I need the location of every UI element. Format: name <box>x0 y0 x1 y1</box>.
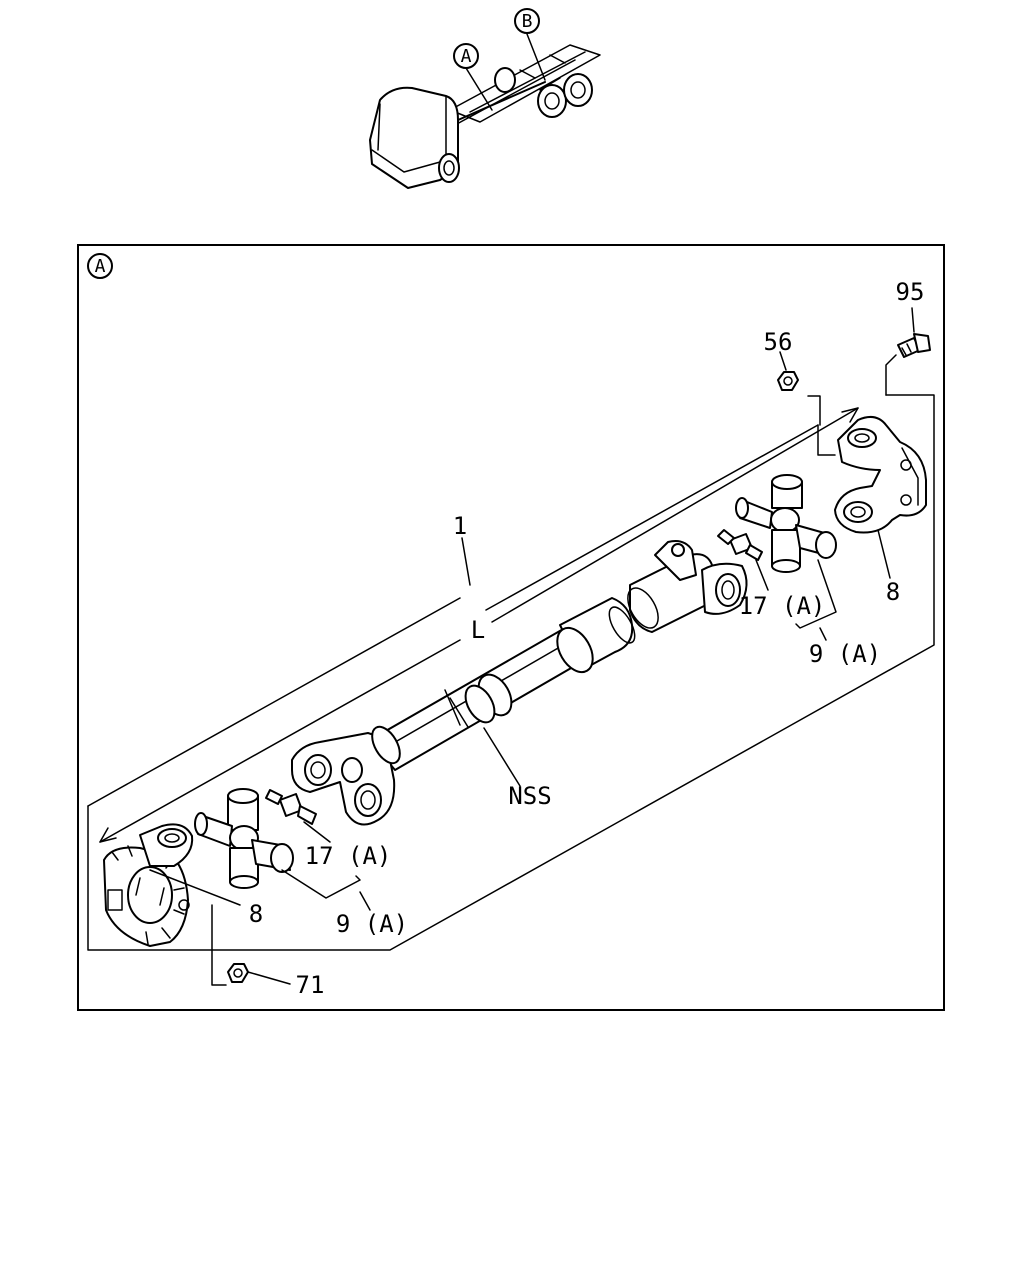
flange-yoke-left <box>103 823 194 947</box>
svg-text:A: A <box>95 256 106 277</box>
leader-lines <box>149 529 891 911</box>
section-marker-a: A <box>87 253 113 279</box>
label-nss: NSS <box>508 782 551 810</box>
label-17a-left: 17 (A) <box>305 842 392 870</box>
svg-text:A: A <box>461 46 472 67</box>
label-56: 56 <box>764 328 793 356</box>
spider-left <box>194 788 294 889</box>
propeller-shaft <box>291 540 748 826</box>
label-95: 95 <box>896 278 925 306</box>
bolt-95 <box>885 307 931 396</box>
callout-a-overview: A <box>453 43 479 69</box>
label-9a-right: 9 (A) <box>809 640 881 668</box>
nut-71 <box>211 904 291 986</box>
grease-nipple-right <box>717 529 763 561</box>
assembly-outline <box>87 394 935 951</box>
flange-yoke-right <box>834 415 927 534</box>
callout-b-overview: B <box>514 8 540 34</box>
detail-frame <box>77 244 945 1011</box>
truck-overview-illustration <box>369 33 601 189</box>
label-1: 1 <box>453 512 467 540</box>
label-71: 71 <box>296 971 325 999</box>
label-17a-right: 17 (A) <box>739 592 826 620</box>
label-8-left: 8 <box>249 900 263 928</box>
label-8-right: 8 <box>886 578 900 606</box>
length-dimension <box>99 407 859 843</box>
label-9a-left: 9 (A) <box>336 910 408 938</box>
grease-nipple-left <box>265 789 317 825</box>
nut-56 <box>777 351 799 391</box>
spider-right <box>735 474 837 573</box>
label-length: L <box>471 616 485 644</box>
svg-text:B: B <box>522 11 533 32</box>
